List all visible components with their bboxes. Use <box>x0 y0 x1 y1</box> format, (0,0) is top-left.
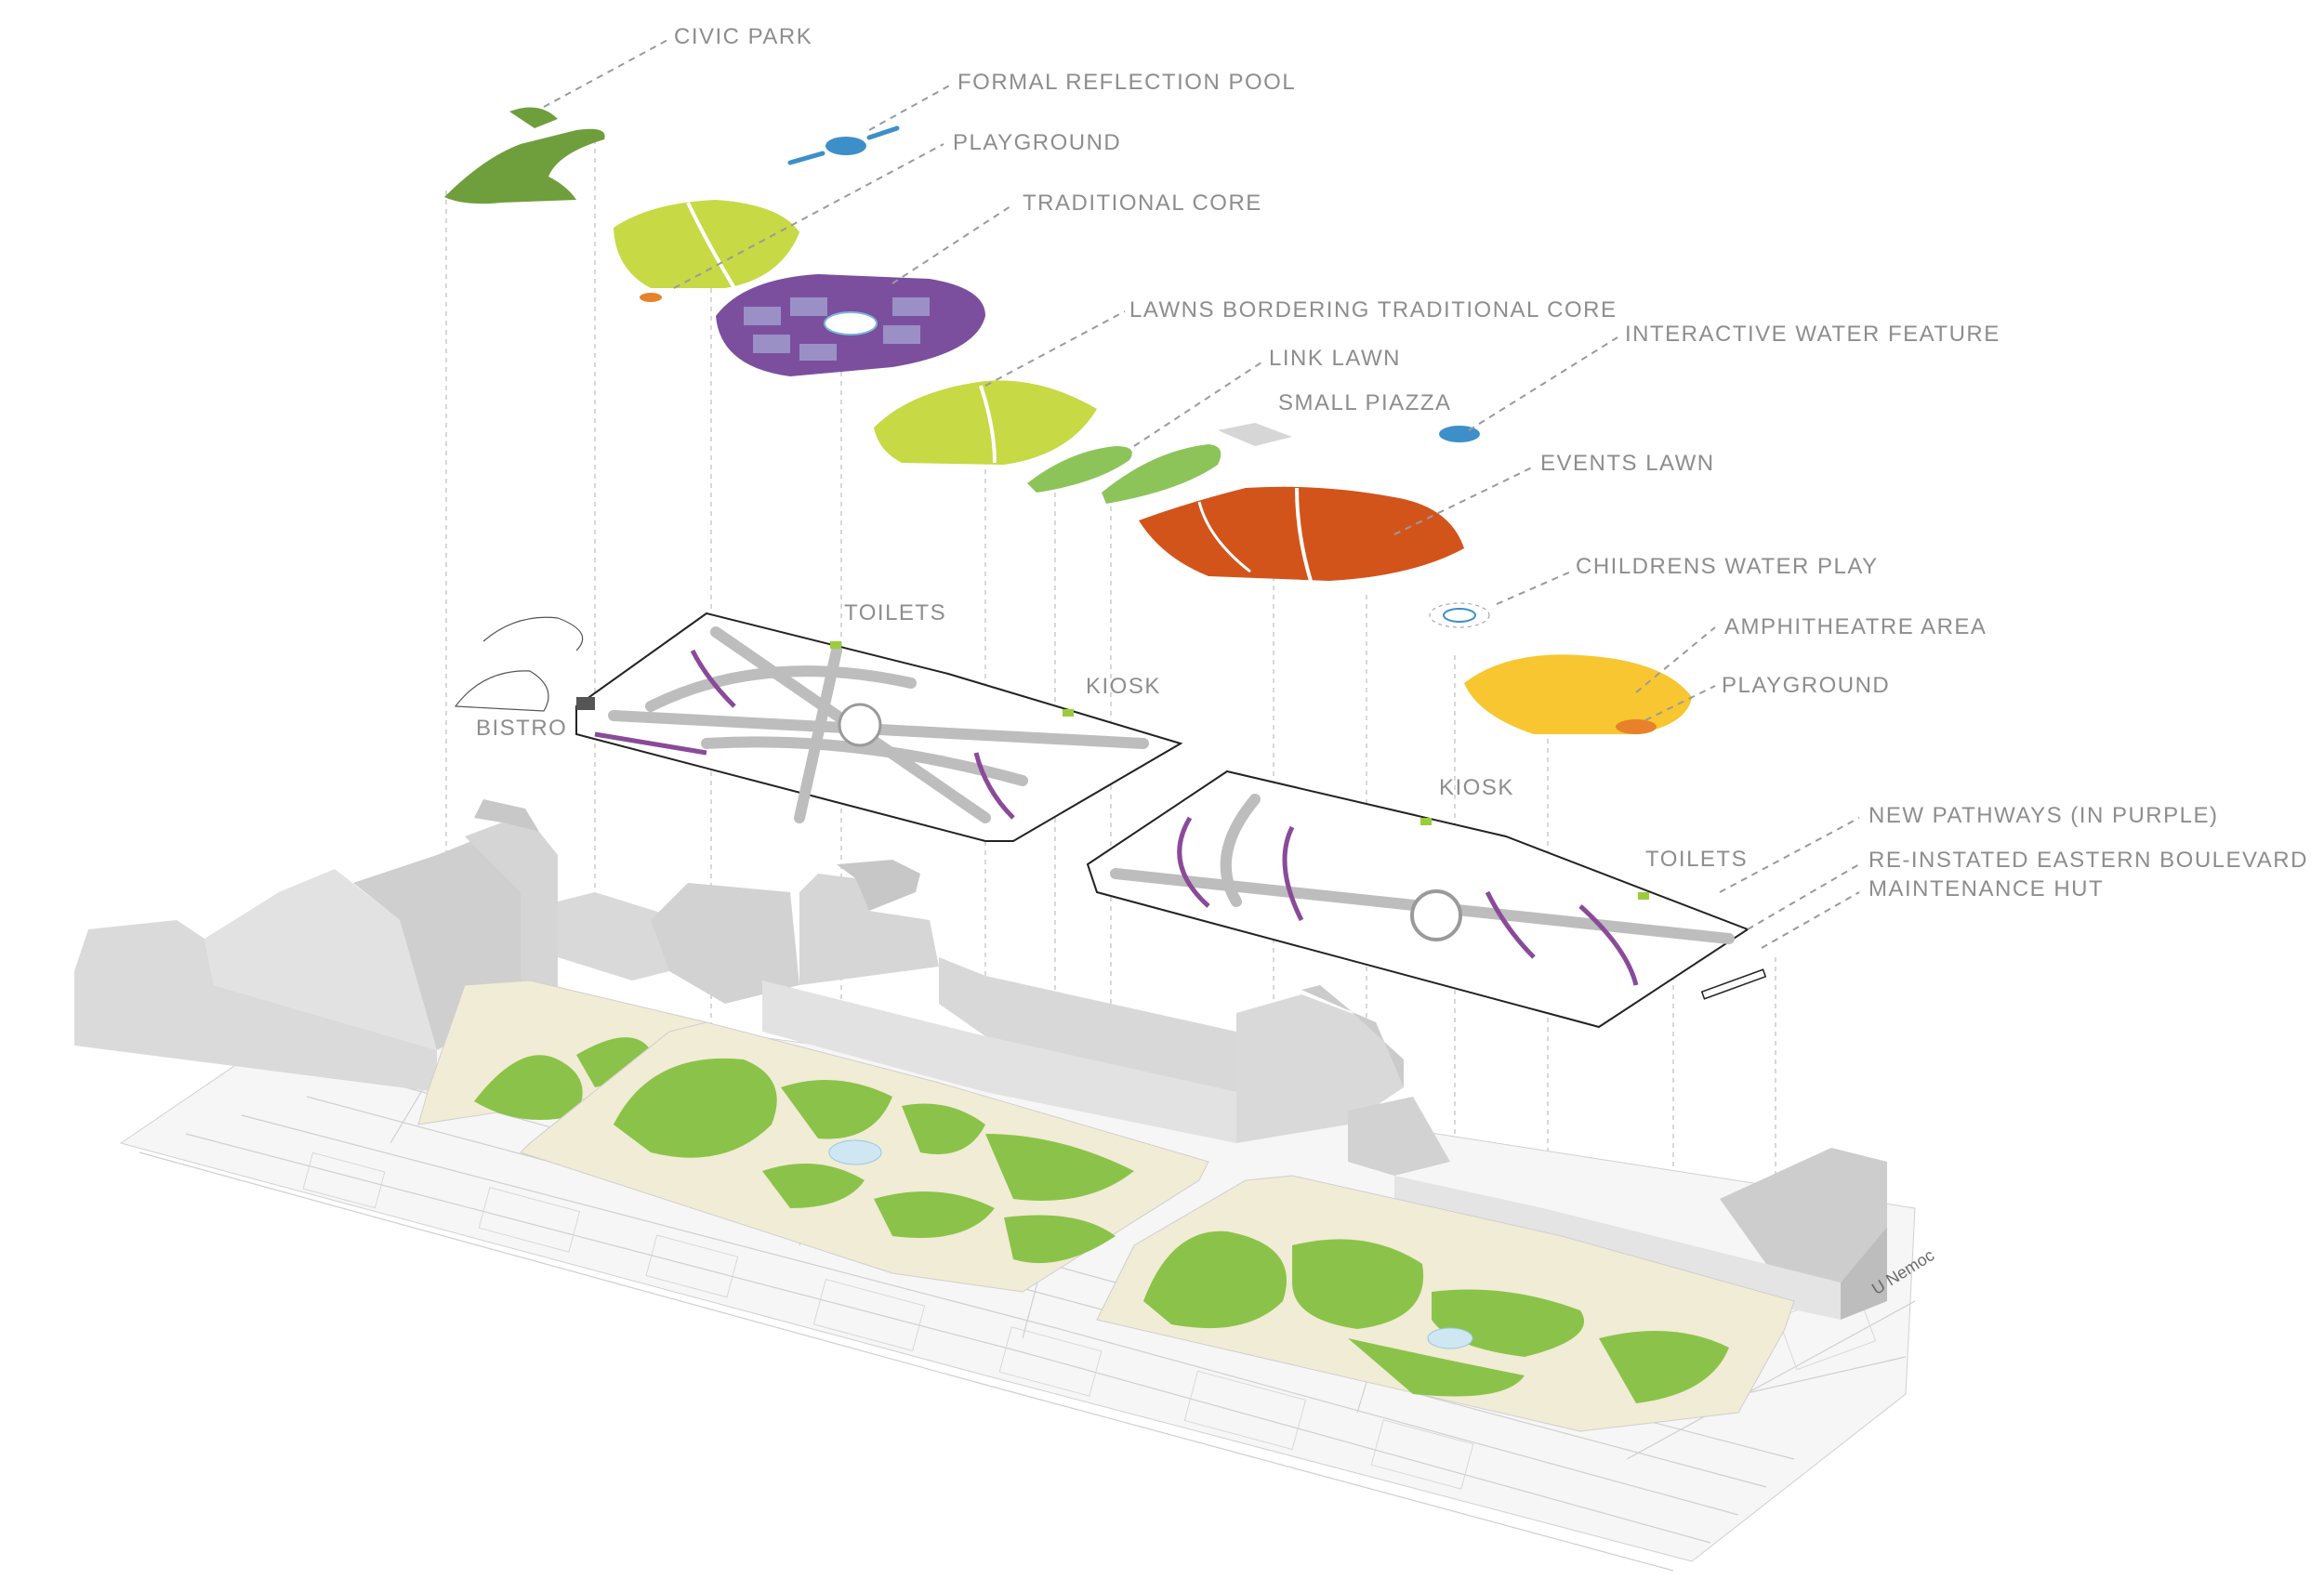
label-toilets-left: TOILETS <box>844 600 947 625</box>
label-formal-reflection-pool: FORMAL REFLECTION POOL <box>957 70 1297 95</box>
label-new-pathways: NEW PATHWAYS (IN PURPLE) <box>1868 803 2219 828</box>
label-playground-top: PLAYGROUND <box>953 130 1122 155</box>
label-eastern-boulevard: RE-INSTATED EASTERN BOULEVARD <box>1868 848 2308 873</box>
layer-traditional-core <box>716 274 985 376</box>
layer-amphitheatre-area <box>1464 654 1692 734</box>
label-bistro: BISTRO <box>476 716 568 741</box>
label-events-lawn: EVENTS LAWN <box>1540 451 1715 476</box>
label-childrens-water-play: CHILDRENS WATER PLAY <box>1576 554 1879 579</box>
layer-events-lawn <box>1139 486 1464 582</box>
label-maintenance-hut: MAINTENANCE HUT <box>1868 876 2105 901</box>
layer-lawns-and-playground <box>614 200 799 302</box>
layer-link-lawn <box>1027 444 1221 504</box>
label-link-lawn: LINK LAWN <box>1269 346 1401 371</box>
label-traditional-core: TRADITIONAL CORE <box>1023 191 1262 216</box>
path-plan-right <box>1086 770 1767 1029</box>
label-playground-bottom: PLAYGROUND <box>1722 673 1891 698</box>
layer-civic-park <box>444 107 605 204</box>
label-small-piazza: SMALL PIAZZA <box>1278 390 1452 415</box>
label-kiosk-left: KIOSK <box>1086 674 1161 699</box>
leader-lines <box>543 38 1860 949</box>
label-kiosk-right: KIOSK <box>1439 775 1514 800</box>
label-toilets-right: TOILETS <box>1645 847 1749 872</box>
layer-childrens-water-play <box>1429 602 1490 628</box>
label-amphitheatre-area: AMPHITHEATRE AREA <box>1724 614 1987 639</box>
layer-formal-reflection-pool <box>787 125 900 165</box>
layer-lawns-bordering-core <box>874 380 1097 465</box>
street-name-label: U Nemoc <box>1868 1245 1938 1298</box>
label-lawns-bordering: LAWNS BORDERING TRADITIONAL CORE <box>1129 297 1618 322</box>
layer-small-piazza <box>1218 423 1292 446</box>
base-park-left <box>417 980 1209 1293</box>
label-interactive-water: INTERACTIVE WATER FEATURE <box>1625 322 2000 347</box>
label-civic-park: CIVIC PARK <box>674 24 813 49</box>
base-park-right <box>1096 1175 1795 1432</box>
path-plan-left <box>454 612 1183 842</box>
